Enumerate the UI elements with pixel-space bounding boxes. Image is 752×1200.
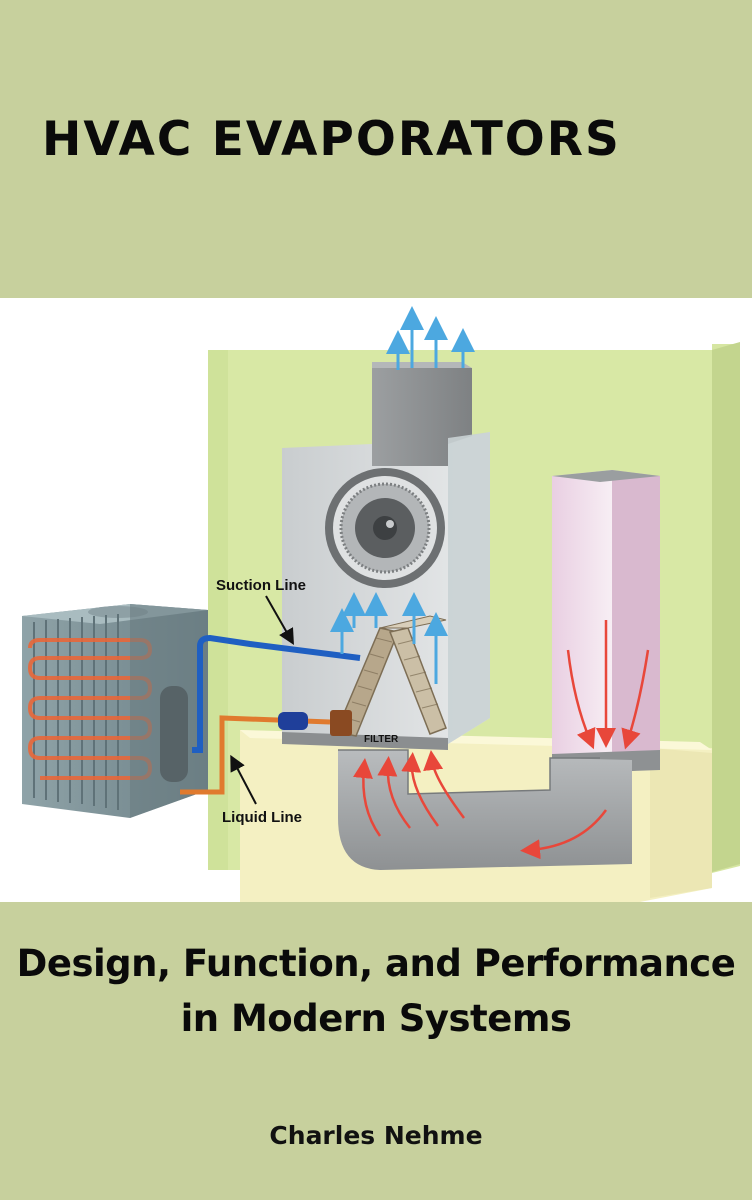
subtitle-line-2: in Modern Systems: [180, 997, 572, 1040]
refrigerant-lines: [180, 634, 361, 795]
suction-line-label: Suction Line: [216, 577, 306, 594]
liquid-line-label: Liquid Line: [222, 809, 302, 826]
return-air-duct: [552, 470, 660, 774]
warm-air-arrows: [353, 620, 650, 860]
liquid-line-pipe: [180, 715, 331, 795]
suction-line-pipe: [192, 634, 361, 753]
condenser-unit: [22, 604, 208, 818]
book-title: HVAC EVAPORATORS: [42, 112, 621, 167]
blower-fan: [325, 468, 445, 588]
hvac-illustration: FILTER: [0, 298, 752, 902]
book-subtitle: Design, Function, and Performance in Mod…: [0, 936, 752, 1046]
hvac-system-diagram: FILTER: [22, 306, 740, 902]
filter-label: FILTER: [364, 734, 399, 745]
subtitle-line-1: Design, Function, and Performance: [16, 942, 736, 985]
filter-drier: [278, 712, 308, 730]
author-name: Charles Nehme: [269, 1121, 483, 1150]
expansion-valve: [330, 710, 352, 736]
title-band: HVAC EVAPORATORS: [0, 0, 752, 298]
diagram-labels: Suction Line Liquid Line: [216, 577, 306, 826]
bottom-duct: [338, 749, 632, 870]
cold-air-arrows: [330, 306, 475, 684]
